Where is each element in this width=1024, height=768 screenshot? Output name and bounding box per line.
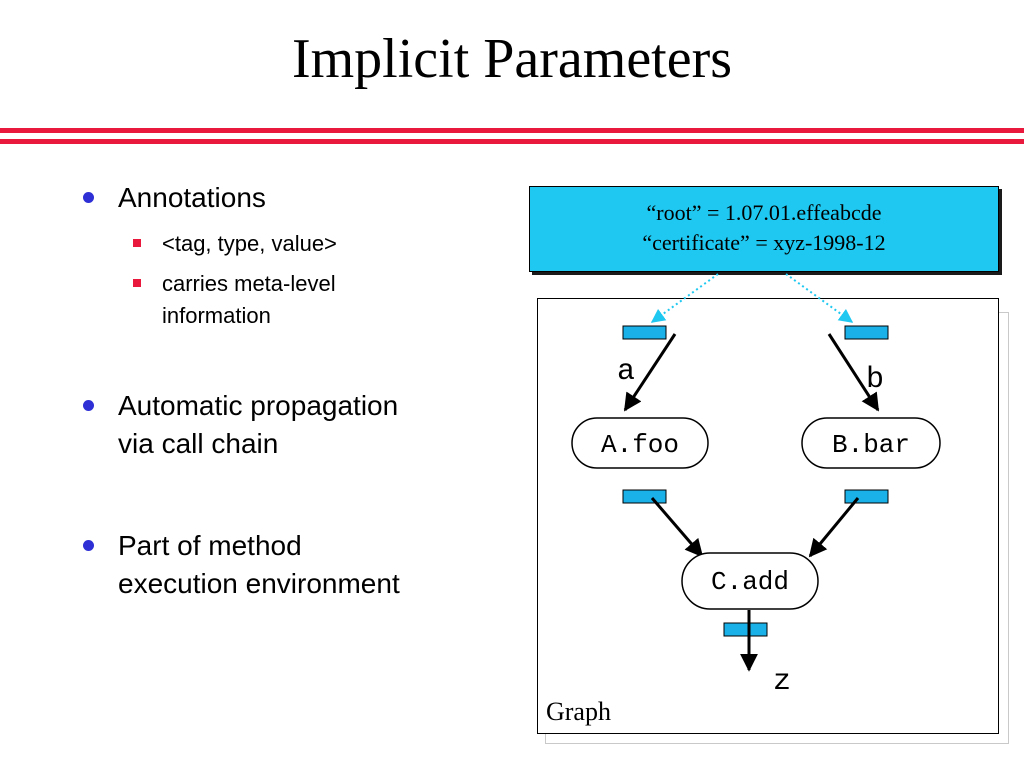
bullet-part-line1: Part of method bbox=[118, 530, 302, 561]
infobox-root-line: “root” = 1.07.01.effeabcde bbox=[646, 200, 882, 225]
node-afoo-label: A.foo bbox=[601, 430, 679, 460]
subbullet-tag-type-value: <tag, type, value> bbox=[162, 231, 337, 256]
bullet-annotations: Annotations bbox=[118, 182, 266, 213]
slide-title: Implicit Parameters bbox=[291, 28, 733, 90]
title-rule-bottom bbox=[0, 139, 1024, 144]
node-afoo bbox=[571, 417, 709, 469]
arrow-afoo-to-cadd bbox=[650, 497, 704, 558]
param-slot-b bbox=[844, 325, 889, 340]
label-z: z bbox=[773, 665, 791, 699]
bullet-part-line2: execution environment bbox=[118, 568, 400, 599]
subbullet-square bbox=[133, 239, 141, 247]
label-b: b bbox=[866, 363, 884, 397]
bullet-dot bbox=[83, 192, 94, 203]
arrow-b-to-bbar bbox=[827, 333, 880, 412]
param-slot-a bbox=[622, 325, 667, 340]
param-slot-afoo-out bbox=[622, 489, 667, 504]
arrow-bbar-to-cadd bbox=[808, 497, 860, 558]
title-rule-top bbox=[0, 128, 1024, 133]
subbullet-square bbox=[133, 279, 141, 287]
propagation-arrow-left bbox=[650, 273, 719, 323]
graph-caption: Graph bbox=[546, 697, 611, 726]
node-cadd-label: C.add bbox=[711, 567, 789, 597]
infobox-certificate-line: “certificate” = xyz-1998-12 bbox=[642, 230, 886, 255]
bullet-auto-line1: Automatic propagation bbox=[118, 390, 399, 421]
param-slot-cadd-out bbox=[723, 622, 768, 637]
graph-frame bbox=[537, 298, 999, 734]
param-slot-bbar-out bbox=[844, 489, 889, 504]
subbullet-meta-line2: information bbox=[162, 303, 271, 328]
node-cadd bbox=[681, 552, 819, 610]
node-bbar-label: B.bar bbox=[832, 430, 910, 460]
propagation-arrow-right bbox=[785, 273, 854, 323]
label-a: a bbox=[617, 355, 635, 389]
bullet-auto-line2: via call chain bbox=[118, 428, 279, 459]
node-bbar bbox=[801, 417, 941, 469]
bullet-list: Annotations <tag, type, value> carries m… bbox=[83, 182, 400, 599]
bullet-dot bbox=[83, 540, 94, 551]
bullet-dot bbox=[83, 400, 94, 411]
implicit-parameters-box: “root” = 1.07.01.effeabcde “certificate”… bbox=[529, 186, 999, 272]
subbullet-meta-line1: carries meta-level bbox=[162, 271, 336, 296]
arrow-a-to-afoo bbox=[623, 333, 677, 412]
